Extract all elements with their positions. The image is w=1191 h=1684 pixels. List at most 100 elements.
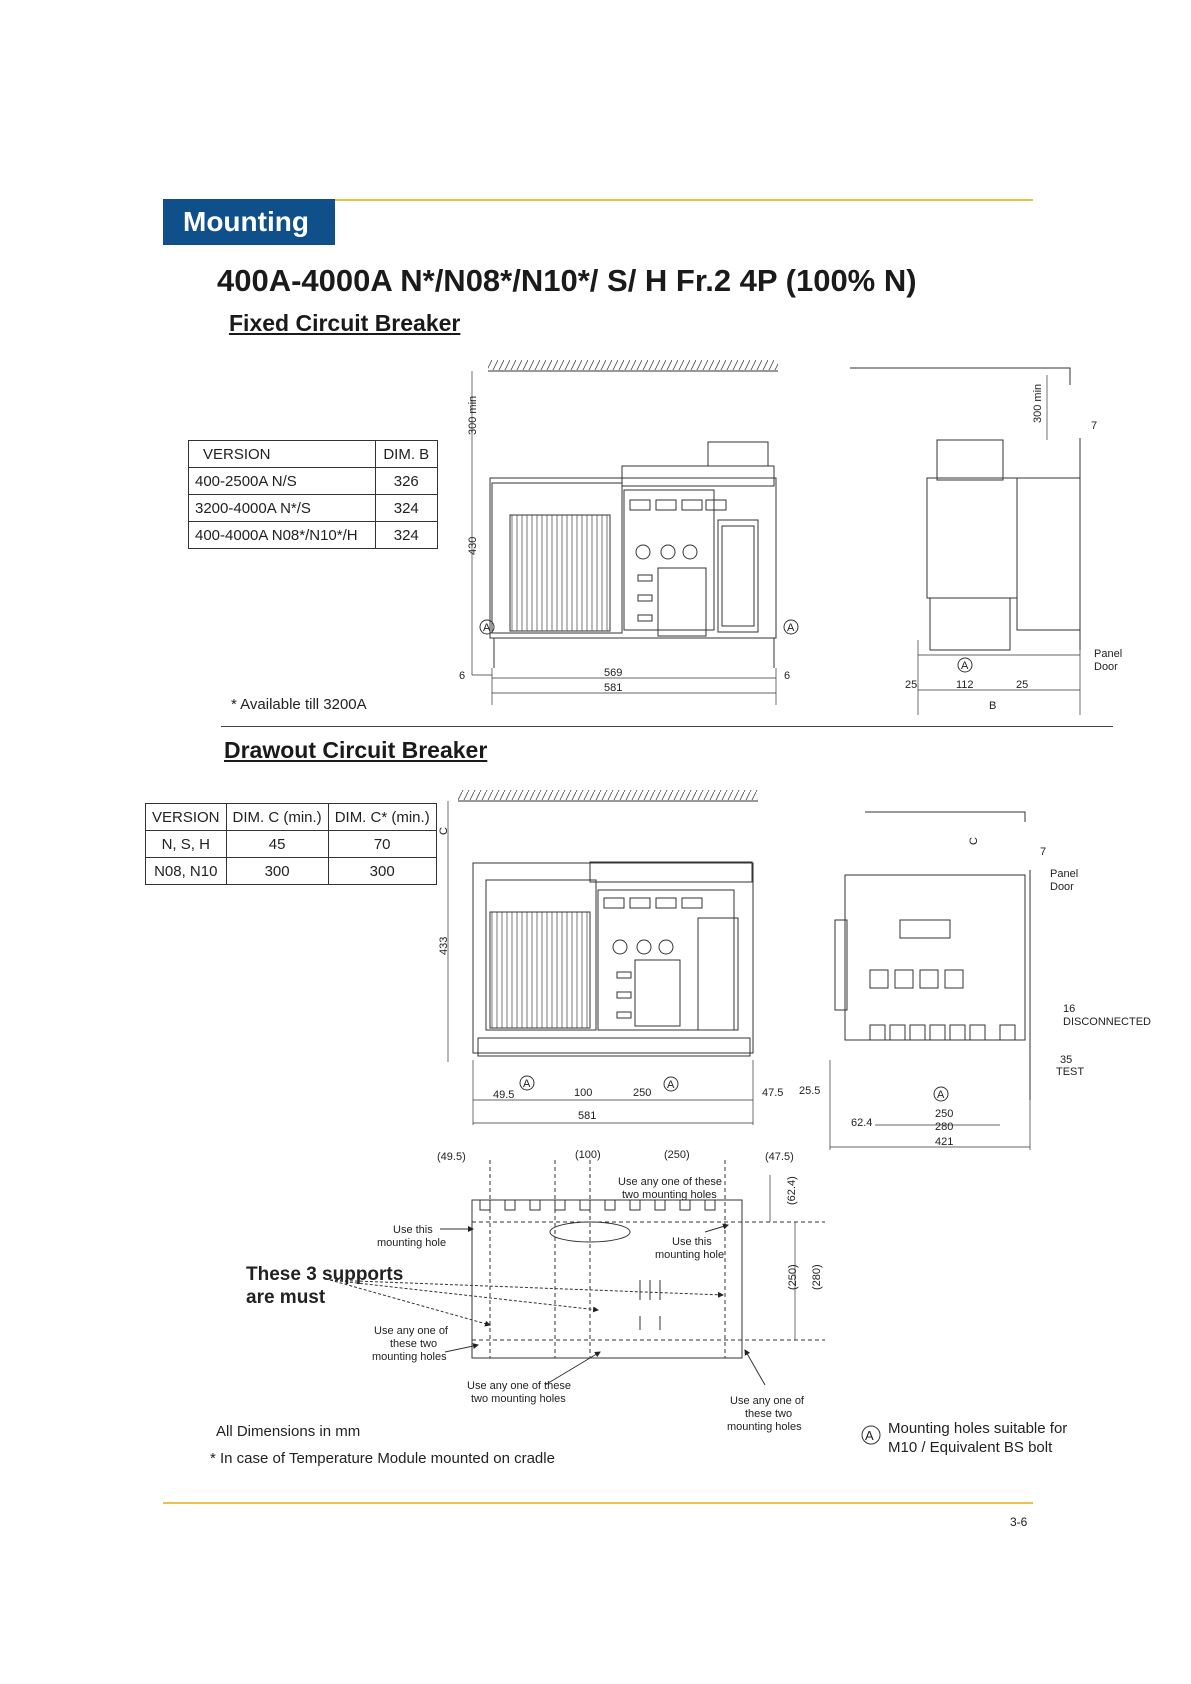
table-row: VERSION DIM. B bbox=[188, 440, 438, 468]
table-cell: 400-4000A N08*/N10*/H bbox=[188, 521, 376, 549]
drawout-side-dims: C 7 Panel Door 16 DISCONNECTED 35 TEST 2… bbox=[799, 837, 1151, 1148]
dim-label: DISCONNECTED bbox=[1063, 1016, 1151, 1028]
table-row: VERSION DIM. C (min.) DIM. C* (min.) bbox=[145, 803, 437, 831]
section-divider bbox=[221, 726, 1113, 727]
dim-label: (62.4) bbox=[786, 1176, 798, 1205]
dim-label: (100) bbox=[575, 1149, 601, 1161]
supports-note: These 3 supports bbox=[246, 1264, 403, 1285]
table-row: 400-2500A N/S 326 bbox=[188, 467, 438, 495]
plan-note: Use any one of these bbox=[467, 1380, 571, 1392]
section-tab: Mounting bbox=[163, 199, 335, 245]
legend-symbol-circle bbox=[861, 1425, 881, 1445]
fixed-side-view bbox=[850, 367, 1081, 715]
mounting-symbol: A bbox=[523, 1078, 531, 1090]
dim-label: C bbox=[968, 837, 980, 845]
table-cell: 324 bbox=[374, 494, 438, 522]
drawout-dim-table: VERSION DIM. C (min.) DIM. C* (min.) N, … bbox=[145, 803, 437, 885]
cradle-note: * In case of Temperature Module mounted … bbox=[210, 1450, 555, 1467]
fixed-front-view bbox=[471, 360, 799, 705]
table-header: VERSION bbox=[188, 440, 376, 468]
mounting-symbol: A bbox=[787, 622, 795, 634]
plan-labels: (49.5) (100) (250) (47.5) (62.4) (250) (… bbox=[246, 1149, 823, 1433]
table-cell: 400-2500A N/S bbox=[188, 467, 376, 495]
dim-label: 25 bbox=[1016, 679, 1028, 691]
mounting-symbol: A bbox=[961, 660, 969, 672]
drawout-side-view bbox=[829, 811, 1031, 1150]
dim-label: 25 bbox=[905, 679, 917, 691]
dim-label: 250 bbox=[935, 1108, 953, 1120]
supports-note: are must bbox=[246, 1287, 326, 1308]
plan-note: Use any one of bbox=[730, 1395, 805, 1407]
dim-label: 6 bbox=[459, 670, 465, 682]
plan-note: Use this bbox=[672, 1236, 712, 1248]
dim-label: 300 min bbox=[1032, 384, 1044, 423]
dim-label: TEST bbox=[1056, 1066, 1084, 1078]
plan-note: Use any one of bbox=[374, 1325, 449, 1337]
dim-label: 47.5 bbox=[762, 1087, 783, 1099]
dim-label: 62.4 bbox=[851, 1117, 872, 1129]
dim-label: Door bbox=[1050, 881, 1074, 893]
table-cell: 300 bbox=[327, 857, 437, 885]
dim-label: 433 bbox=[438, 937, 450, 955]
legend-symbol: A bbox=[865, 1428, 874, 1443]
dim-label: 16 bbox=[1063, 1003, 1075, 1015]
mounting-symbol: A bbox=[483, 622, 491, 634]
dim-label: (49.5) bbox=[437, 1151, 466, 1163]
dim-label: 100 bbox=[574, 1087, 592, 1099]
plan-note: Use any one of these bbox=[618, 1176, 722, 1188]
plan-note: these two bbox=[390, 1338, 437, 1350]
plan-note: two mounting holes bbox=[622, 1189, 717, 1201]
dim-label: 7 bbox=[1091, 420, 1097, 432]
table-cell: 300 bbox=[225, 857, 329, 885]
plan-note: mounting holes bbox=[727, 1421, 802, 1433]
plan-note: Use this bbox=[393, 1224, 433, 1236]
dim-label: 7 bbox=[1040, 846, 1046, 858]
table-header: DIM. B bbox=[374, 440, 438, 468]
dim-label: 250 bbox=[633, 1087, 651, 1099]
table-row: 400-4000A N08*/N10*/H 324 bbox=[188, 521, 438, 549]
dim-label: B bbox=[989, 700, 996, 712]
dim-label: Door bbox=[1094, 661, 1118, 673]
page-title: 400A-4000A N*/N08*/N10*/ S/ H Fr.2 4P (1… bbox=[217, 263, 917, 298]
table-cell: 324 bbox=[374, 521, 438, 549]
fixed-heading: Fixed Circuit Breaker bbox=[229, 310, 461, 336]
table-header: DIM. C* (min.) bbox=[327, 803, 437, 831]
table-cell: 45 bbox=[225, 830, 329, 858]
plan-note: mounting hole bbox=[655, 1249, 724, 1261]
mounting-symbol: A bbox=[937, 1089, 945, 1101]
dim-label: 300 min bbox=[467, 396, 479, 435]
dim-label: 25.5 bbox=[799, 1085, 820, 1097]
fixed-footnote: * Available till 3200A bbox=[231, 696, 367, 713]
dim-label: (47.5) bbox=[765, 1151, 794, 1163]
table-cell: 326 bbox=[374, 467, 438, 495]
table-row: 3200-4000A N*/S 324 bbox=[188, 494, 438, 522]
dim-label: (250) bbox=[787, 1264, 799, 1290]
bottom-rule bbox=[163, 1502, 1033, 1504]
dim-label: C bbox=[438, 827, 450, 835]
legend-text-1: Mounting holes suitable for bbox=[888, 1420, 1068, 1437]
dim-label: 581 bbox=[578, 1110, 596, 1122]
fixed-dim-table: VERSION DIM. B 400-2500A N/S 326 3200-40… bbox=[188, 440, 438, 549]
drawout-heading: Drawout Circuit Breaker bbox=[224, 737, 488, 763]
dim-label: 6 bbox=[784, 670, 790, 682]
mounting-symbol: A bbox=[667, 1079, 675, 1091]
fixed-front-dims: 300 min 430 6 6 569 581 A A bbox=[459, 396, 795, 694]
dim-label: 581 bbox=[604, 682, 622, 694]
table-header: VERSION bbox=[145, 803, 227, 831]
plan-note: mounting holes bbox=[372, 1351, 447, 1363]
table-cell: 3200-4000A N*/S bbox=[188, 494, 376, 522]
dim-label: (250) bbox=[664, 1149, 690, 1161]
dim-label: 421 bbox=[935, 1136, 953, 1148]
top-rule bbox=[163, 199, 1033, 201]
dim-label: 430 bbox=[467, 537, 479, 555]
all-dimensions-note: All Dimensions in mm bbox=[216, 1423, 361, 1440]
table-row: N08, N10 300 300 bbox=[145, 857, 437, 885]
plan-note: mounting hole bbox=[377, 1237, 446, 1249]
dim-label: 280 bbox=[935, 1121, 953, 1133]
drawout-front-dims: C 433 49.5 100 250 47.5 581 A A bbox=[438, 827, 783, 1122]
dim-label: 569 bbox=[604, 667, 622, 679]
dim-label: 49.5 bbox=[493, 1089, 514, 1101]
plan-note: these two bbox=[745, 1408, 792, 1420]
dim-label: Panel bbox=[1050, 868, 1078, 880]
